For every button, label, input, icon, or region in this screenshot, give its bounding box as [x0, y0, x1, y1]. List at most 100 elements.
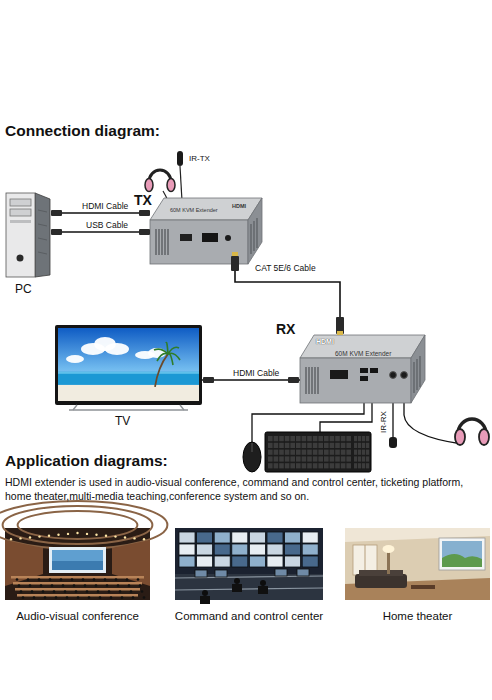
application-photo-shape	[267, 544, 283, 555]
application-photo-shape	[82, 578, 85, 581]
receiver-unit-shape	[419, 356, 420, 387]
transmitter-unit-shape	[158, 229, 159, 255]
application-photo-shape	[22, 596, 25, 599]
application-photo-shape	[106, 584, 109, 587]
television-shape	[55, 325, 202, 410]
cable-plug	[139, 210, 150, 216]
keyboard	[362, 436, 365, 441]
keyboard	[362, 450, 365, 455]
application-photo-shape	[19, 537, 21, 539]
application-photo-shape	[285, 556, 301, 567]
keyboard	[330, 443, 335, 448]
application-photo-shape	[55, 596, 58, 599]
keyboard	[302, 456, 307, 461]
application-photo-shape	[359, 570, 403, 576]
application-photo-shape	[93, 578, 96, 581]
cable-connector	[51, 212, 150, 214]
receiver-unit-shape	[360, 368, 368, 373]
application-photo-shape	[57, 534, 59, 536]
application-photo-shape	[77, 596, 80, 599]
headphones	[455, 419, 489, 445]
keyboard	[335, 450, 340, 455]
keyboard	[362, 463, 365, 468]
application-photo-shape	[0, 501, 167, 600]
application-photo-shape	[42, 590, 45, 593]
node-label: RX	[276, 321, 295, 337]
application-photo-shape	[275, 569, 287, 576]
application-photo-shape	[411, 585, 435, 589]
cable-plug	[203, 377, 214, 383]
plug-tip	[232, 252, 343, 335]
cable-label: USB Cable	[86, 221, 128, 231]
application-photo-shape	[3, 506, 153, 544]
application-photo-shape	[143, 596, 146, 599]
application-photo-shape	[84, 584, 87, 587]
television: TV	[55, 325, 202, 405]
computer-tower: PC	[5, 190, 51, 278]
application-photo-shape	[214, 544, 230, 555]
application-photo-shape	[197, 544, 213, 555]
keyboard	[290, 463, 295, 468]
application-photo-shape	[53, 590, 56, 593]
cable-plug	[288, 377, 299, 383]
application-photo-shape	[387, 550, 390, 574]
application-photo-shape	[88, 596, 91, 599]
application-photo-shape	[285, 544, 301, 555]
transmitter-unit-shape	[167, 229, 168, 255]
keyboard	[362, 443, 365, 448]
computer-tower-shape	[38, 210, 47, 212]
receiver-unit-shape	[390, 372, 397, 379]
television-shape	[168, 353, 173, 365]
peripheral-cable	[252, 402, 462, 444]
computer-tower-shape	[38, 224, 47, 226]
node-label: TV	[115, 415, 130, 429]
application-photo-shape	[18, 511, 138, 539]
receiver-unit-shape	[311, 367, 312, 394]
television-shape	[55, 325, 202, 405]
application-photo: Audio-visual conference	[5, 528, 150, 600]
transmitter-unit-shape	[248, 198, 262, 264]
television-shape	[166, 342, 168, 354]
keyboard	[335, 463, 340, 468]
peripheral-cable	[320, 402, 372, 432]
keyboard	[285, 463, 290, 468]
application-photo-shape	[15, 588, 140, 591]
keyboard	[318, 443, 323, 448]
application-photo-shape	[11, 576, 144, 579]
application-photo-shape	[16, 578, 19, 581]
application-photo-shape	[52, 550, 103, 570]
transmitter-unit-shape	[250, 224, 251, 254]
part-label: 60M KVM Extender	[170, 207, 218, 213]
application-photo-shape	[114, 535, 116, 537]
mouse	[243, 442, 261, 472]
computer-tower-shape	[6, 193, 35, 277]
keyboard	[268, 436, 273, 441]
keyboard	[290, 443, 295, 448]
television-shape	[55, 325, 202, 405]
keyboard	[265, 432, 371, 472]
keyboard	[279, 443, 284, 448]
ir-sensor	[177, 151, 183, 166]
application-photo-shape	[345, 528, 490, 600]
application-photo-shape	[249, 532, 265, 543]
application-photo-shape	[139, 584, 142, 587]
application-photo-shape	[86, 533, 88, 535]
application-photo-shape	[175, 528, 323, 604]
keyboard	[358, 456, 361, 461]
keyboard	[341, 463, 346, 468]
keyboard	[285, 450, 290, 455]
plug-tip	[232, 252, 238, 256]
computer-tower-shape	[38, 238, 47, 240]
mouse	[243, 442, 261, 472]
transmitter-unit-shape	[150, 198, 262, 264]
cable-connector	[51, 231, 150, 233]
television-shape	[157, 353, 168, 361]
keyboard	[318, 436, 323, 441]
application-photo-shape	[232, 544, 248, 555]
keyboard	[274, 463, 279, 468]
application-photo-shape	[97, 590, 100, 593]
computer-tower-shape	[10, 199, 31, 206]
keyboard	[324, 443, 329, 448]
application-photo-shape	[285, 532, 301, 543]
television-shape	[58, 385, 199, 401]
